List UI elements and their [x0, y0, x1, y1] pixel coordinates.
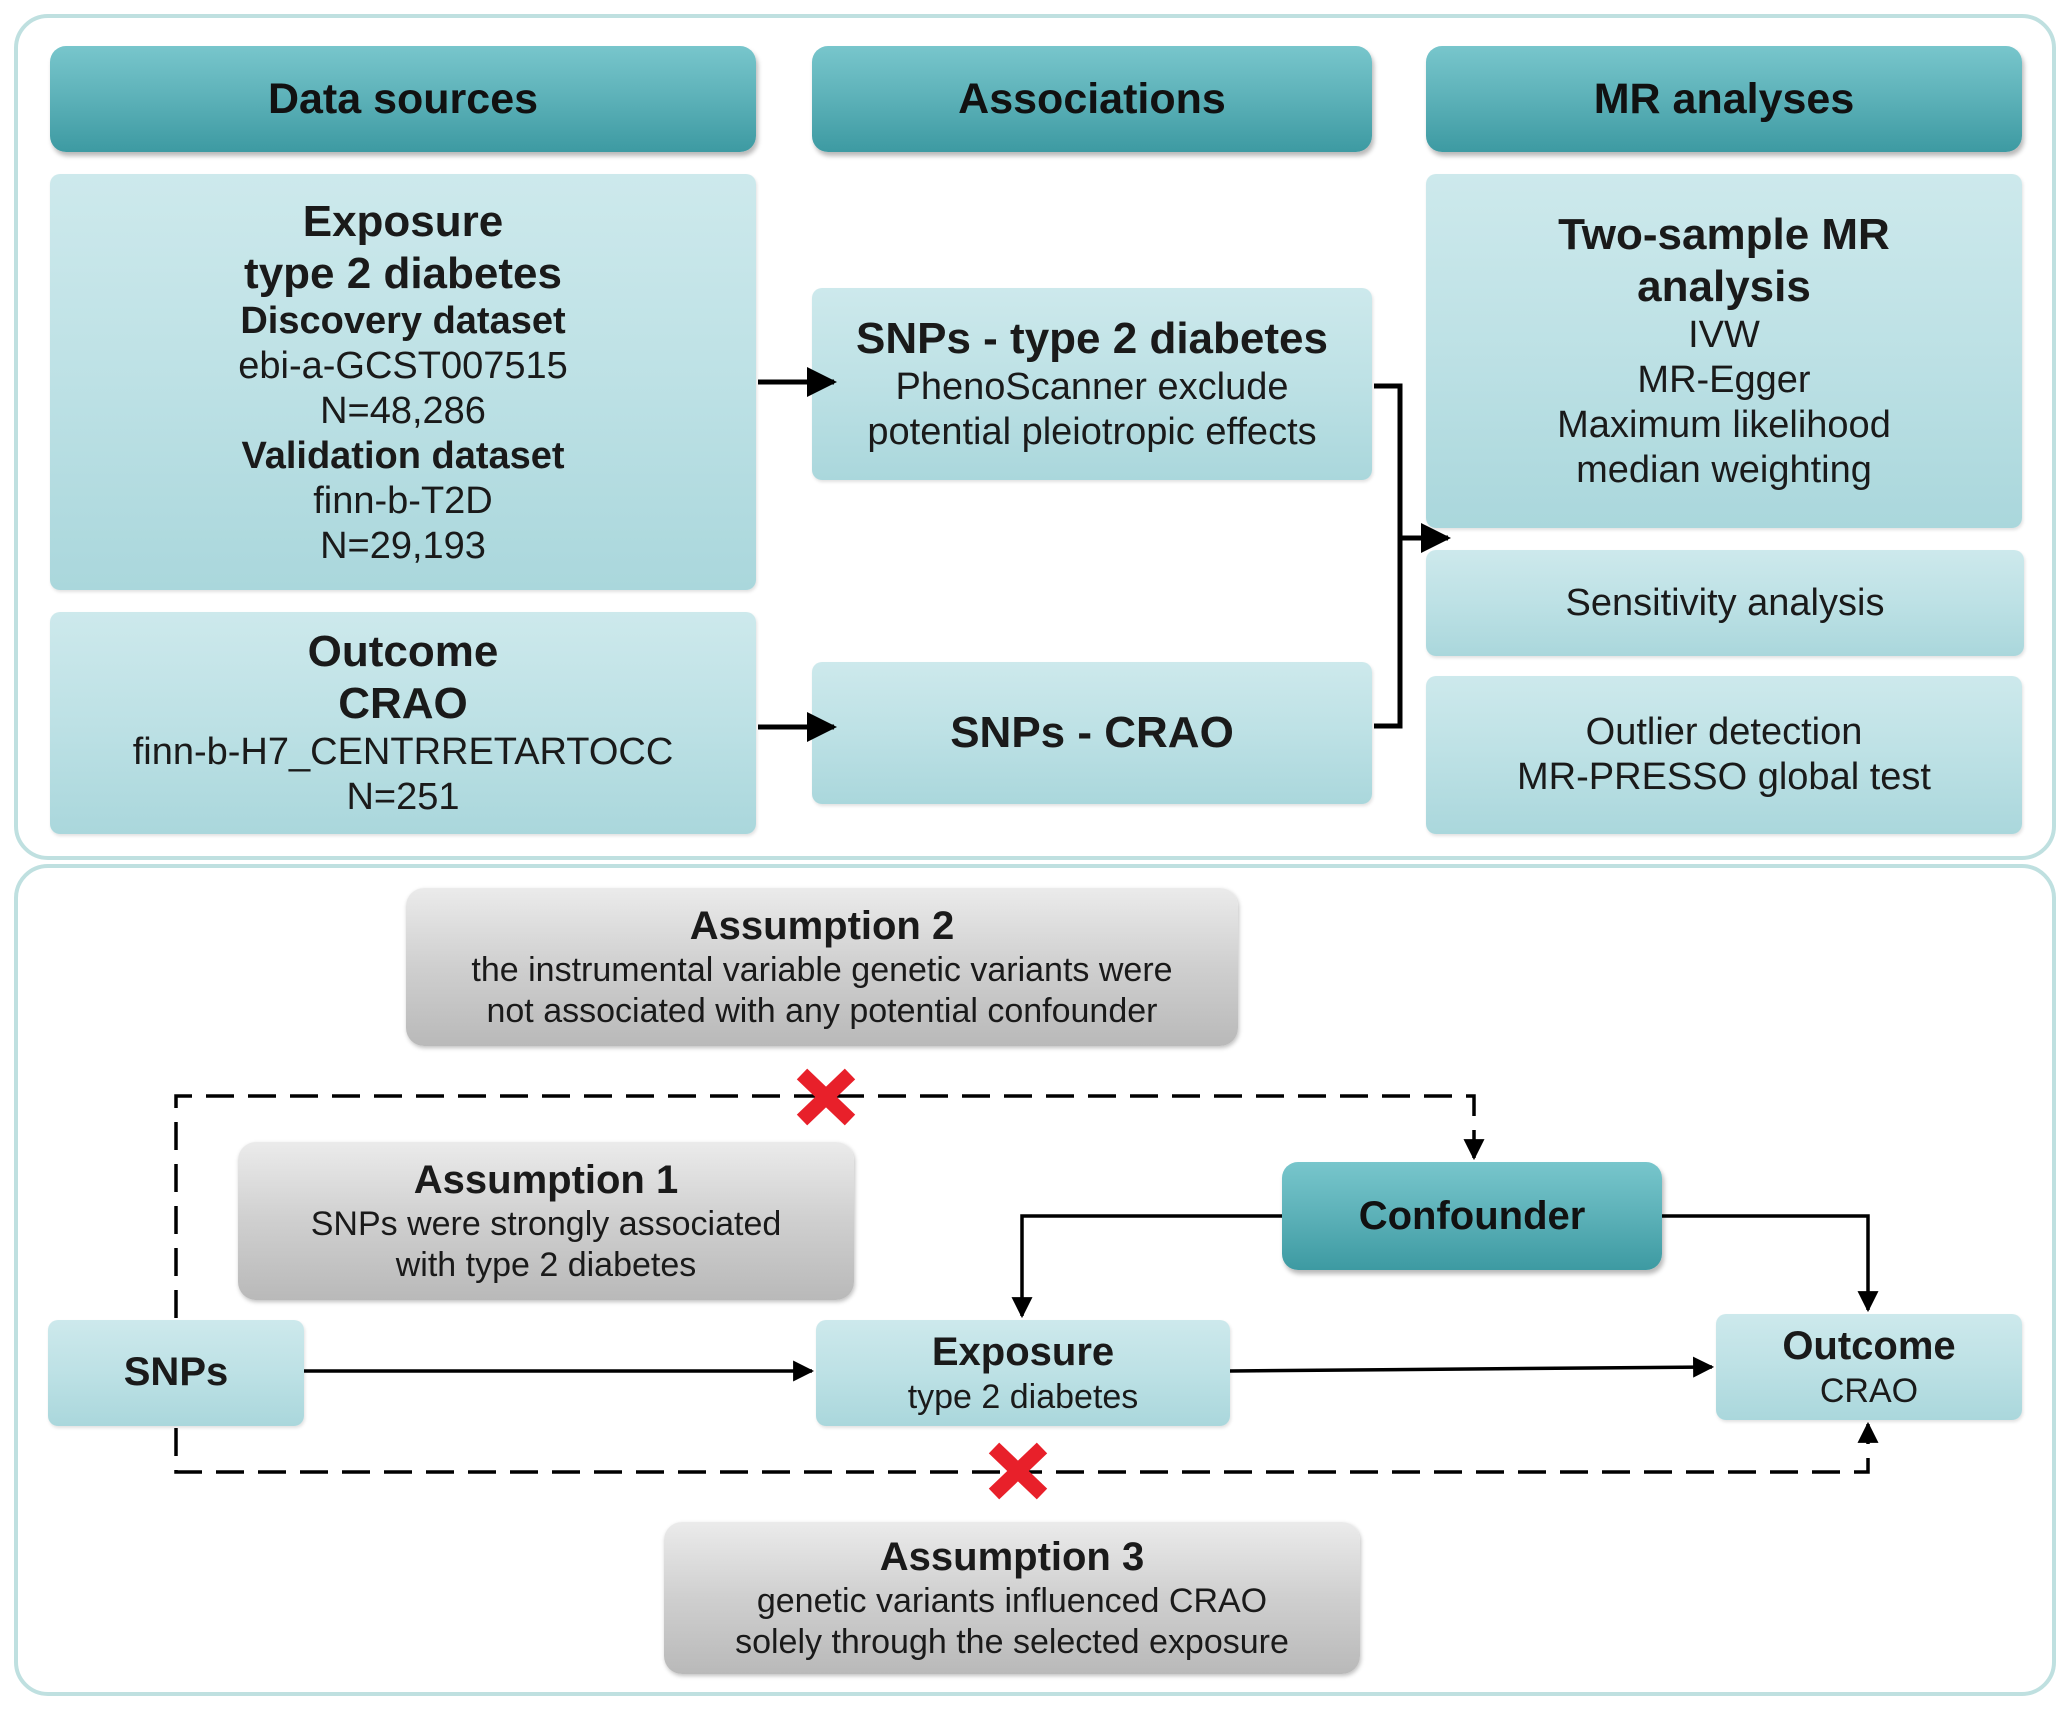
dag-snps-label: SNPs	[123, 1350, 229, 1395]
two-sample-title2: analysis	[1637, 262, 1811, 312]
assumption3-line2: solely through the selected exposure	[735, 1622, 1289, 1661]
dag-outcome-subtitle: CRAO	[1819, 1371, 1919, 1410]
snps-t2d-line2: potential pleiotropic effects	[867, 410, 1317, 453]
validation-n: N=29,193	[320, 524, 486, 567]
assumption3-line1: genetic variants influenced CRAO	[756, 1582, 1268, 1621]
outlier-detection-box: Outlier detection MR-PRESSO global test	[1426, 676, 2022, 834]
assumption1-box: Assumption 1 SNPs were strongly associat…	[238, 1142, 854, 1300]
method-ivw: IVW	[1688, 314, 1760, 357]
discovery-id: ebi-a-GCST007515	[238, 345, 568, 388]
outlier-line2: MR-PRESSO global test	[1517, 756, 1931, 798]
two-sample-title1: Two-sample MR	[1558, 210, 1890, 260]
outcome-data-box: Outcome CRAO finn-b-H7_CENTRRETARTOCC N=…	[50, 612, 756, 834]
dag-exposure-subtitle: type 2 diabetes	[907, 1377, 1139, 1416]
assumption1-line2: with type 2 diabetes	[395, 1245, 697, 1284]
validation-label: Validation dataset	[241, 434, 565, 477]
red-cross-icon-assumption2	[796, 1068, 856, 1126]
bracket-snps-to-mr	[1374, 383, 1403, 729]
confounder-box: Confounder	[1282, 1162, 1662, 1270]
assumption1-title: Assumption 1	[413, 1158, 679, 1203]
exposure-data-box: Exposure type 2 diabetes Discovery datas…	[50, 174, 756, 590]
outlier-line1: Outlier detection	[1585, 711, 1863, 754]
snps-crao-box: SNPs - CRAO	[812, 662, 1372, 804]
dag-outcome-title: Outcome	[1782, 1324, 1956, 1369]
outcome-subtitle: CRAO	[338, 679, 468, 729]
dag-outcome-box: Outcome CRAO	[1716, 1314, 2022, 1420]
discovery-label: Discovery dataset	[240, 300, 566, 343]
sensitivity-label: Sensitivity analysis	[1565, 581, 1885, 624]
assumption1-line1: SNPs were strongly associated	[310, 1205, 782, 1244]
header-mr-analyses: MR analyses	[1426, 46, 2022, 152]
arrow-confounder-to-exposure	[1011, 1214, 1282, 1319]
assumption3-title: Assumption 3	[879, 1535, 1145, 1580]
method-max-likelihood: Maximum likelihood	[1557, 403, 1891, 446]
header-data-sources: Data sources	[50, 46, 756, 152]
assumption3-box: Assumption 3 genetic variants influenced…	[664, 1522, 1360, 1674]
assumption2-box: Assumption 2 the instrumental variable g…	[406, 888, 1238, 1046]
outcome-dataset-id: finn-b-H7_CENTRRETARTOCC	[132, 731, 674, 774]
assumption2-line1: the instrumental variable genetic varian…	[471, 951, 1173, 990]
discovery-n: N=48,286	[320, 390, 486, 433]
confounder-label: Confounder	[1358, 1193, 1586, 1238]
assumption2-line2: not associated with any potential confou…	[486, 991, 1158, 1030]
arrow-exposure-to-outcome	[1229, 1356, 1715, 1378]
dag-exposure-title: Exposure	[931, 1330, 1115, 1375]
dag-exposure-box: Exposure type 2 diabetes	[816, 1320, 1230, 1426]
snps-t2d-line1: PhenoScanner exclude	[895, 366, 1289, 409]
header-associations: Associations	[812, 46, 1372, 152]
sensitivity-analysis-box: Sensitivity analysis	[1426, 550, 2024, 656]
assumption2-title: Assumption 2	[689, 904, 955, 949]
dag-snps-box: SNPs	[48, 1320, 304, 1426]
header-associations-label: Associations	[958, 74, 1226, 123]
outcome-title: Outcome	[307, 627, 499, 677]
header-mr-analyses-label: MR analyses	[1593, 74, 1855, 123]
snps-crao-title: SNPs - CRAO	[950, 708, 1234, 758]
snps-t2d-box: SNPs - type 2 diabetes PhenoScanner excl…	[812, 288, 1372, 480]
header-data-sources-label: Data sources	[267, 74, 539, 123]
arrow-confounder-to-outcome	[1662, 1214, 1879, 1313]
dashed-snps-to-confounder	[174, 1094, 1485, 1318]
outcome-n: N=251	[346, 775, 460, 818]
red-cross-icon-assumption3	[988, 1442, 1048, 1500]
snps-t2d-title: SNPs - type 2 diabetes	[856, 314, 1328, 364]
exposure-title: Exposure	[302, 196, 504, 246]
validation-id: finn-b-T2D	[313, 479, 493, 522]
method-mr-egger: MR-Egger	[1637, 359, 1811, 402]
method-median-weighting: median weighting	[1576, 448, 1872, 491]
two-sample-mr-box: Two-sample MR analysis IVW MR-Egger Maxi…	[1426, 174, 2022, 528]
exposure-subtitle: type 2 diabetes	[244, 248, 562, 298]
